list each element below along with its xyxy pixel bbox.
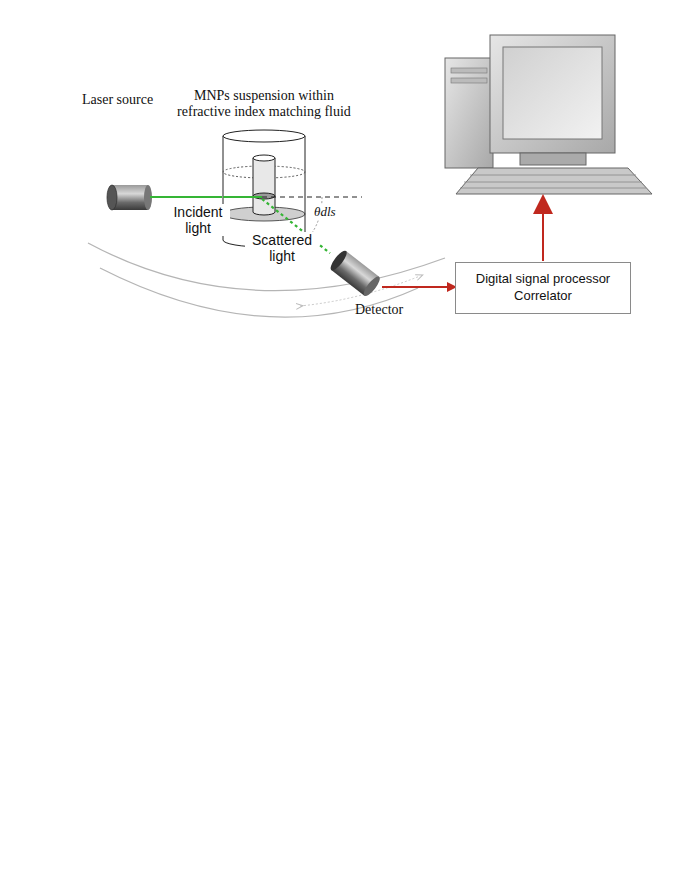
data-link-arrow [542, 198, 544, 261]
connector [150, 196, 222, 198]
computer [445, 35, 652, 194]
scattered-beam [262, 199, 305, 233]
incident-beam [223, 196, 262, 198]
node-label: Laser source [82, 92, 192, 108]
node-label: MNPs suspension within refractive index … [172, 88, 356, 120]
connector [382, 286, 455, 288]
node-label: Digital signal processor Correlator [468, 271, 618, 305]
laser-body [107, 185, 152, 210]
laser-source: Laser source [108, 185, 150, 211]
sample-cell [223, 130, 305, 247]
detector: Detector [330, 250, 382, 298]
node-label: Detector [355, 302, 435, 318]
sample-cell: MNPs suspension within refractive index … [222, 130, 306, 247]
reference-axis [262, 197, 362, 198]
angle-label: θdls [312, 205, 338, 220]
detector-body [328, 249, 382, 299]
edge-label: Incident light [166, 204, 230, 236]
process-box: Digital signal processor Correlator [455, 262, 631, 314]
edge-label: Scattered light [245, 232, 319, 264]
